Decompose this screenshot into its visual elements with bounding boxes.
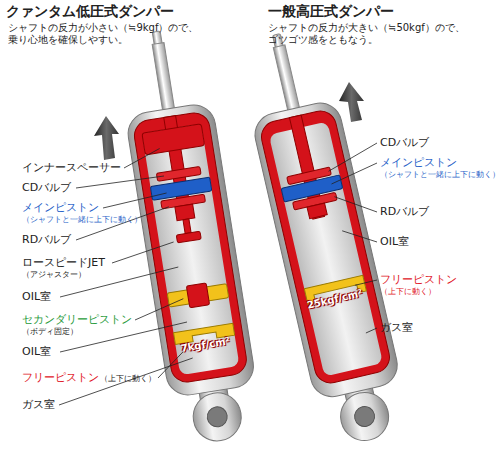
panel-subtitle: シャフトの反力が小さい（≒9kgf）ので、乗り心地を確保しやすい。 <box>8 22 206 46</box>
part-note: （上下に動く） <box>100 374 156 384</box>
part-label: RDバルブ <box>22 233 71 246</box>
panel-title: クァンタム低圧式ダンパー <box>6 3 174 20</box>
part-note: （シャフトと一緒に上下に動く） <box>380 170 500 179</box>
cavity <box>269 121 383 376</box>
part-label: ロースピードJET <box>22 256 105 269</box>
part-label: インナースペーサー <box>22 161 121 174</box>
part-note: （アジャスター） <box>22 270 86 280</box>
mount-hole <box>206 405 229 428</box>
motion-arrow <box>94 116 119 160</box>
leader-line <box>60 322 187 352</box>
cavity <box>142 124 240 375</box>
leader-line <box>366 328 377 333</box>
pressure-value: 7kgf/cm² <box>180 335 231 355</box>
mount-eye <box>190 389 245 444</box>
secondary-piston <box>167 284 228 307</box>
part-label: ガス室 <box>22 398 55 411</box>
inner-spacer <box>142 124 205 155</box>
part-label: OIL室 <box>22 345 51 358</box>
jet-needle <box>183 219 191 234</box>
low-speed-jet <box>176 231 201 243</box>
leader-line <box>332 163 378 184</box>
panel-subtitle: シャフトの反力が大きい（≒50kgf）ので、ゴツゴツ感をともなう。 <box>268 22 473 46</box>
part-label: CDバルブ <box>380 136 429 149</box>
leader-line <box>329 143 378 171</box>
leader-line <box>112 242 174 263</box>
leader-line <box>135 299 183 320</box>
leader-lines <box>59 143 377 405</box>
part-note: （ボディ固定） <box>22 327 78 337</box>
part-label: セカンダリーピストン <box>22 313 132 326</box>
part-label: メインピストン <box>22 201 99 214</box>
part-label: フリーピストン <box>380 273 457 286</box>
part-note: （上下に動く） <box>380 287 436 297</box>
leader-line <box>355 280 377 285</box>
part-label: RDバルブ <box>380 205 429 218</box>
high-pressure-damper <box>234 25 413 450</box>
damper-body <box>251 99 402 401</box>
pressure-value: 25kgf/cm² <box>306 287 364 311</box>
panel-title: 一般高圧式ダンパー <box>268 3 394 20</box>
cutaway-wall <box>132 111 249 385</box>
part-label: OIL室 <box>22 290 51 303</box>
mount-hole <box>353 404 377 428</box>
part-label: CDバルブ <box>22 181 71 194</box>
part-note: （シャフトと一緒に上下に動く） <box>22 215 142 224</box>
motion-arrow <box>339 82 364 122</box>
part-label: メインピストン <box>380 156 457 169</box>
leader-line <box>76 176 164 188</box>
piston-nut <box>307 203 327 219</box>
cutaway-wall <box>258 108 392 386</box>
part-label: ガス室 <box>380 321 413 334</box>
low-pressure-damper <box>113 25 265 448</box>
part-label: OIL室 <box>380 235 409 248</box>
secondary-piston-core <box>186 283 209 308</box>
leader-line <box>124 149 160 169</box>
leader-line <box>103 193 167 208</box>
damper-body <box>125 102 257 398</box>
mount-eye <box>336 388 394 446</box>
leader-line <box>334 197 377 212</box>
leader-line <box>342 231 377 242</box>
piston-nut <box>175 204 195 221</box>
part-label: フリーピストン <box>22 371 99 384</box>
